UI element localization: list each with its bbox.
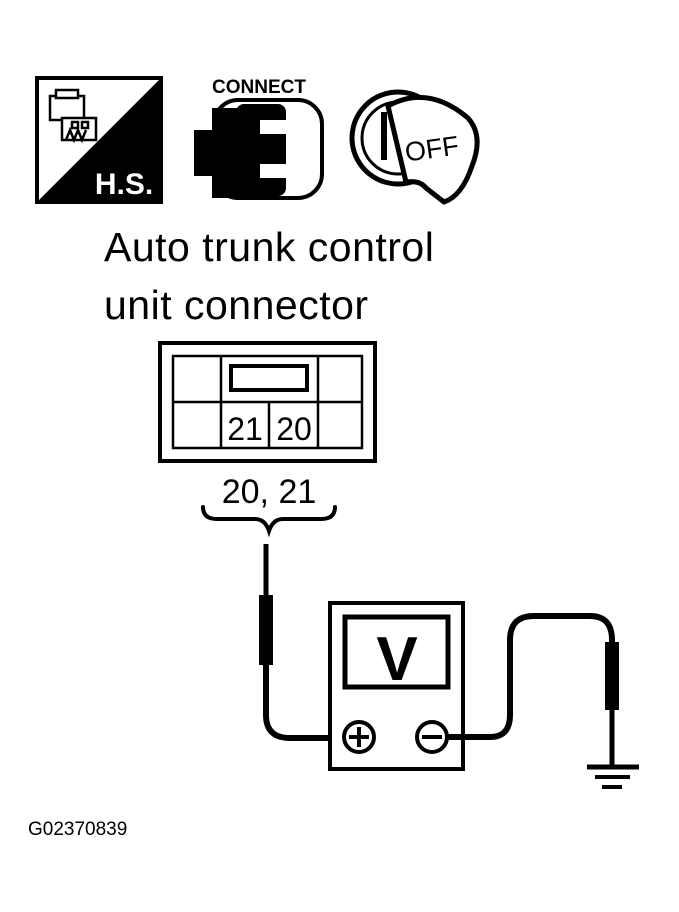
ignition-key-icon: OFF [349, 89, 480, 205]
terminal-callout: 20, 21 [222, 473, 317, 511]
positive-probe [259, 544, 352, 741]
ground-icon [587, 764, 639, 789]
connect-icon: CONNECT [194, 77, 324, 200]
title-line-1: Auto trunk control [104, 224, 435, 270]
voltmeter: V [328, 601, 465, 771]
connect-label: CONNECT [212, 77, 306, 98]
callout-brace [201, 505, 337, 538]
minus-terminal-icon [415, 720, 449, 754]
hs-label: H.S. [95, 168, 153, 201]
harness-connector-icon [48, 88, 98, 144]
ignition-label: OFF [403, 130, 461, 167]
figure-id: G02370839 [28, 819, 128, 840]
negative-probe [447, 613, 619, 766]
connector-face: 21 20 [158, 341, 377, 463]
plus-terminal-icon [342, 720, 376, 754]
connector-plug-icon [194, 98, 324, 200]
meter-display [342, 614, 451, 690]
hs-icon: H.S. [35, 76, 163, 204]
title-line-2: unit connector [104, 282, 369, 328]
terminal-21: 21 [227, 411, 263, 447]
connector-latch [229, 364, 309, 392]
terminal-20: 20 [276, 411, 312, 447]
meter-display-label: V [376, 625, 417, 694]
